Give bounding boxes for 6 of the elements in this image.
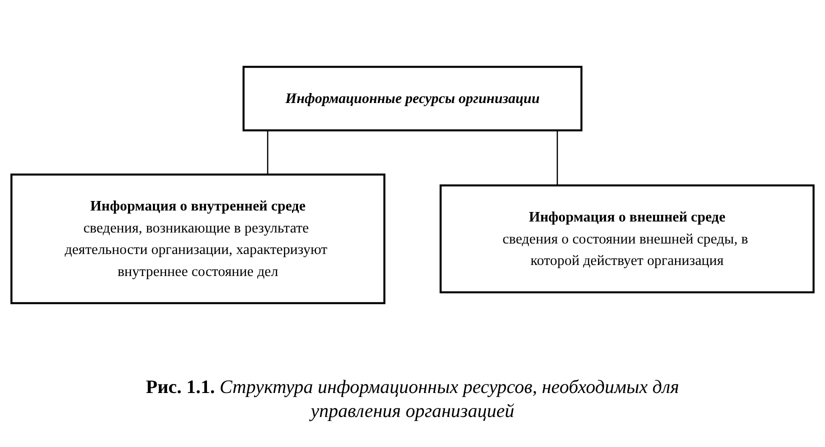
node-box: Информационные ресурсы оргинизации: [242, 66, 582, 132]
figure-caption: Рис. 1.1. Структура информационных ресурсов, необходимых для управления организацией: [144, 376, 680, 424]
connector: [267, 130, 268, 175]
connector: [556, 130, 558, 186]
node-box: Информация о внутренней среде сведения, возникающие в результате деятельности организации, характеризуют внутреннее состояние дел: [10, 174, 386, 304]
node-box: Информация о внешней среде сведения о состоянии внешней среды, в которой действует организация: [440, 184, 815, 294]
